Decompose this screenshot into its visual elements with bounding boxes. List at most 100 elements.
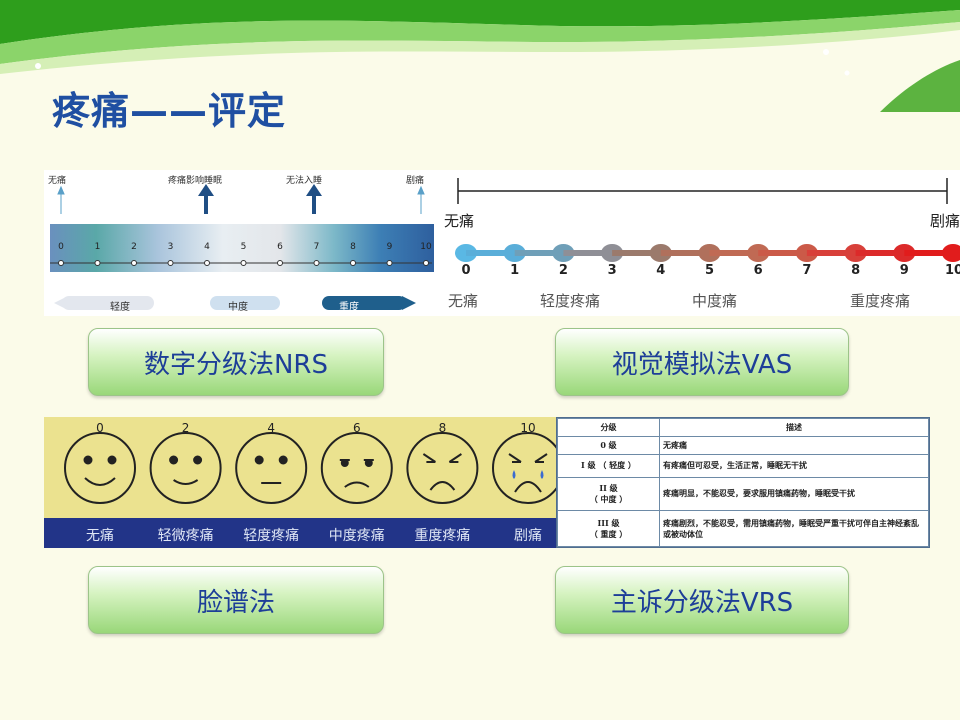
face-icon bbox=[320, 432, 393, 504]
table-row: II 级（ 中度 ） 疼痛明显，不能忍受，要求服用镇痛药物，睡眠受干扰 bbox=[557, 476, 929, 512]
tear-icon bbox=[512, 470, 516, 479]
face-eye bbox=[278, 455, 288, 465]
face-label: 轻度疼痛 bbox=[243, 528, 300, 544]
vrs-caption-button[interactable]: 主诉分级法VRS bbox=[555, 566, 849, 634]
vrs-level-sub: （ 中度 ） bbox=[589, 493, 628, 504]
vrs-desc: 无疼痛 bbox=[659, 435, 929, 455]
vrs-level-cell: II 级（ 中度 ） bbox=[557, 476, 660, 512]
vrs-level: I 级 （ 轻度 ） bbox=[557, 453, 660, 478]
vrs-caption: 主诉分级法VRS bbox=[610, 587, 794, 618]
table-row: I 级 （ 轻度 ） 有疼痛但可忍受，生活正常，睡眠无干扰 bbox=[557, 453, 929, 478]
vrs-desc: 疼痛剧烈，不能忍受，需用镇痛药物，睡眠受严重干扰可伴自主神经紊乱或被动体位 bbox=[659, 510, 929, 547]
face-label: 无痛 bbox=[86, 528, 114, 544]
face-mouth bbox=[514, 481, 542, 493]
nrs-number: 5 bbox=[240, 242, 247, 252]
vas-dot bbox=[844, 244, 867, 262]
face-score: 0 bbox=[96, 421, 104, 435]
vrs-level: III 级 bbox=[597, 517, 620, 528]
vrs-header-desc: 描述 bbox=[659, 418, 929, 437]
vrs-level-sub: （ 重度 ） bbox=[589, 528, 628, 539]
vas-number: 2 bbox=[558, 263, 568, 278]
nrs-tick-mark bbox=[240, 260, 247, 266]
slide-title: 疼痛——评定 bbox=[52, 89, 287, 133]
face-eye bbox=[169, 455, 179, 465]
vas-number: 3 bbox=[607, 263, 617, 278]
face-label: 重度疼痛 bbox=[414, 528, 471, 544]
nrs-caption-button[interactable]: 数字分级法NRS bbox=[88, 328, 384, 396]
face-mouth bbox=[84, 477, 116, 486]
nrs-tick-mark bbox=[277, 260, 283, 266]
vrs-level: II 级 bbox=[599, 482, 618, 493]
nrs-number: 9 bbox=[386, 242, 393, 252]
faces-caption: 脸谱法 bbox=[196, 587, 275, 618]
face-score: 8 bbox=[438, 421, 447, 435]
table-row: III 级（ 重度 ） 疼痛剧烈，不能忍受，需用镇痛药物，睡眠受严重干扰可伴自主… bbox=[557, 510, 929, 547]
nrs-number: 7 bbox=[313, 242, 320, 252]
face-icon bbox=[235, 432, 308, 504]
face-eye bbox=[107, 455, 117, 465]
face-icon bbox=[406, 432, 479, 504]
nrs-tick-mark bbox=[94, 260, 101, 266]
face-mouth bbox=[344, 481, 370, 488]
face-mouth bbox=[429, 481, 456, 491]
vrs-header-level: 分级 bbox=[557, 418, 660, 437]
nrs-number: 3 bbox=[167, 242, 174, 252]
vrs-desc: 有疼痛但可忍受，生活正常，睡眠无干扰 bbox=[659, 453, 929, 478]
vrs-level: 0 级 bbox=[557, 435, 660, 455]
face-eye bbox=[254, 455, 264, 465]
nrs-number: 4 bbox=[204, 242, 210, 252]
vas-number: 6 bbox=[753, 263, 763, 278]
nrs-number: 0 bbox=[58, 242, 64, 252]
face-eye bbox=[83, 455, 93, 465]
table-row: 0 级 无疼痛 bbox=[557, 435, 929, 455]
nrs-label-affects-sleep: 疼痛影响睡眠 bbox=[168, 176, 223, 186]
vas-number: 8 bbox=[851, 263, 861, 278]
faces-caption-button[interactable]: 脸谱法 bbox=[88, 566, 384, 634]
vas-label-no-pain: 无痛 bbox=[448, 292, 479, 310]
vas-label-severe: 重度疼痛 bbox=[850, 292, 911, 310]
face-eye bbox=[193, 455, 203, 465]
face-mouth bbox=[173, 479, 199, 485]
vas-number: 7 bbox=[802, 263, 812, 278]
nrs-tick-mark bbox=[167, 260, 174, 266]
nrs-tick-mark bbox=[204, 260, 210, 266]
face-brow bbox=[508, 453, 548, 463]
nrs-tick-mark bbox=[58, 260, 64, 266]
vas-end-label-severe: 剧痛 bbox=[930, 212, 960, 230]
nrs-caption: 数字分级法NRS bbox=[143, 349, 329, 380]
nrs-tick-mark bbox=[350, 260, 356, 266]
vas-number: 4 bbox=[656, 263, 666, 278]
face-icon bbox=[492, 432, 564, 504]
face-brow bbox=[422, 453, 462, 463]
vas-number: 9 bbox=[899, 263, 909, 278]
nrs-label-cannot-sleep: 无法入睡 bbox=[286, 176, 323, 186]
header-banner bbox=[0, 0, 960, 112]
vas-number: 1 bbox=[510, 263, 520, 278]
nrs-tick-mark bbox=[131, 260, 137, 266]
nrs-number: 1 bbox=[94, 242, 101, 252]
face-score: 10 bbox=[520, 421, 536, 435]
face-icon bbox=[149, 432, 222, 504]
nrs-tick-mark bbox=[386, 260, 393, 266]
nrs-number: 10 bbox=[420, 242, 432, 252]
vas-label-mild: 轻度疼痛 bbox=[540, 292, 601, 310]
vas-dot bbox=[942, 244, 960, 262]
face-score: 4 bbox=[267, 421, 275, 435]
face-label: 剧痛 bbox=[514, 528, 542, 544]
vas-caption: 视觉模拟法VAS bbox=[611, 349, 793, 380]
vas-caption-button[interactable]: 视觉模拟法VAS bbox=[555, 328, 849, 396]
nrs-tick-mark bbox=[313, 260, 320, 266]
vas-number: 10 bbox=[945, 263, 960, 278]
vas-dot bbox=[649, 244, 672, 262]
nrs-number: 8 bbox=[350, 242, 356, 252]
vrs-table: 分级 描述 0 级 无疼痛 I 级 （ 轻度 ） 有疼痛但可忍受，生活正常，睡眠… bbox=[557, 418, 929, 547]
vrs-desc: 疼痛明显，不能忍受，要求服用镇痛药物，睡眠受干扰 bbox=[659, 476, 929, 512]
nrs-label-severe-pain: 剧痛 bbox=[406, 176, 425, 186]
vas-dot bbox=[601, 244, 624, 262]
face-score: 2 bbox=[181, 421, 190, 435]
face-label: 中度疼痛 bbox=[328, 528, 385, 544]
vrs-level-cell: III 级（ 重度 ） bbox=[557, 510, 660, 547]
nrs-label-no-pain: 无痛 bbox=[48, 176, 67, 186]
